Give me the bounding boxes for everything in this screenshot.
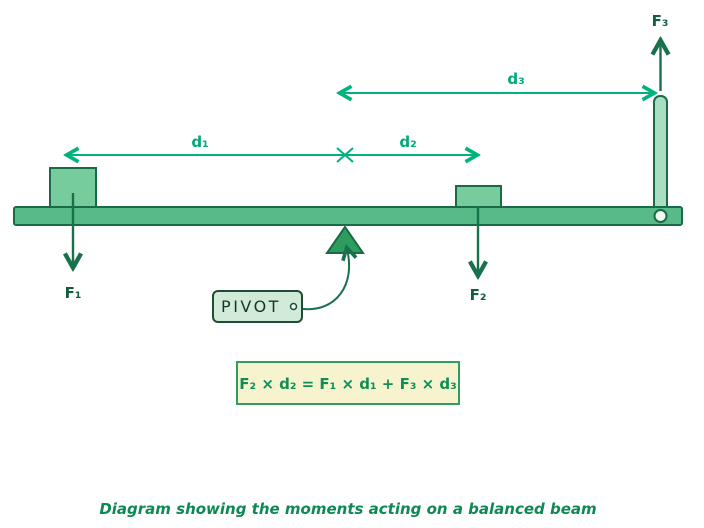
pivot-triangle: [325, 225, 365, 254]
equation-box: [236, 361, 460, 405]
pivot-tag-hole: [289, 302, 298, 311]
beam: [13, 206, 683, 226]
force-rod-f3: [653, 95, 668, 220]
dimension-label-d1: d₁: [191, 133, 208, 151]
force-label-f1: F₁: [65, 284, 82, 302]
equation-group: F₂ × d₂ = F₁ × d₁ + F₃ × d₃: [236, 361, 460, 405]
pivot-tag-label: PIVOT: [221, 297, 281, 316]
right-block: [455, 185, 502, 208]
dimension-label-d2: d₂: [399, 133, 416, 151]
pivot-tag: [212, 290, 303, 323]
equation-text: F₂ × d₂ = F₁ × d₁ + F₃ × d₃: [239, 375, 456, 393]
dimension-junction-cross: [336, 147, 354, 163]
force-label-f3: F₃: [652, 12, 669, 30]
dimension-group: d₁ d₂ d₃: [68, 70, 653, 162]
force-label-f2: F₂: [470, 286, 487, 304]
beam-end-pin: [653, 209, 668, 223]
pivot-pointer-arrow: [302, 249, 349, 311]
dimension-label-d3: d₃: [507, 70, 524, 88]
caption: Diagram showing the moments acting on a …: [99, 500, 596, 518]
force-group: F₁ F₂ F₃: [65, 12, 669, 304]
pivot-tag-group: PIVOT: [212, 249, 349, 323]
